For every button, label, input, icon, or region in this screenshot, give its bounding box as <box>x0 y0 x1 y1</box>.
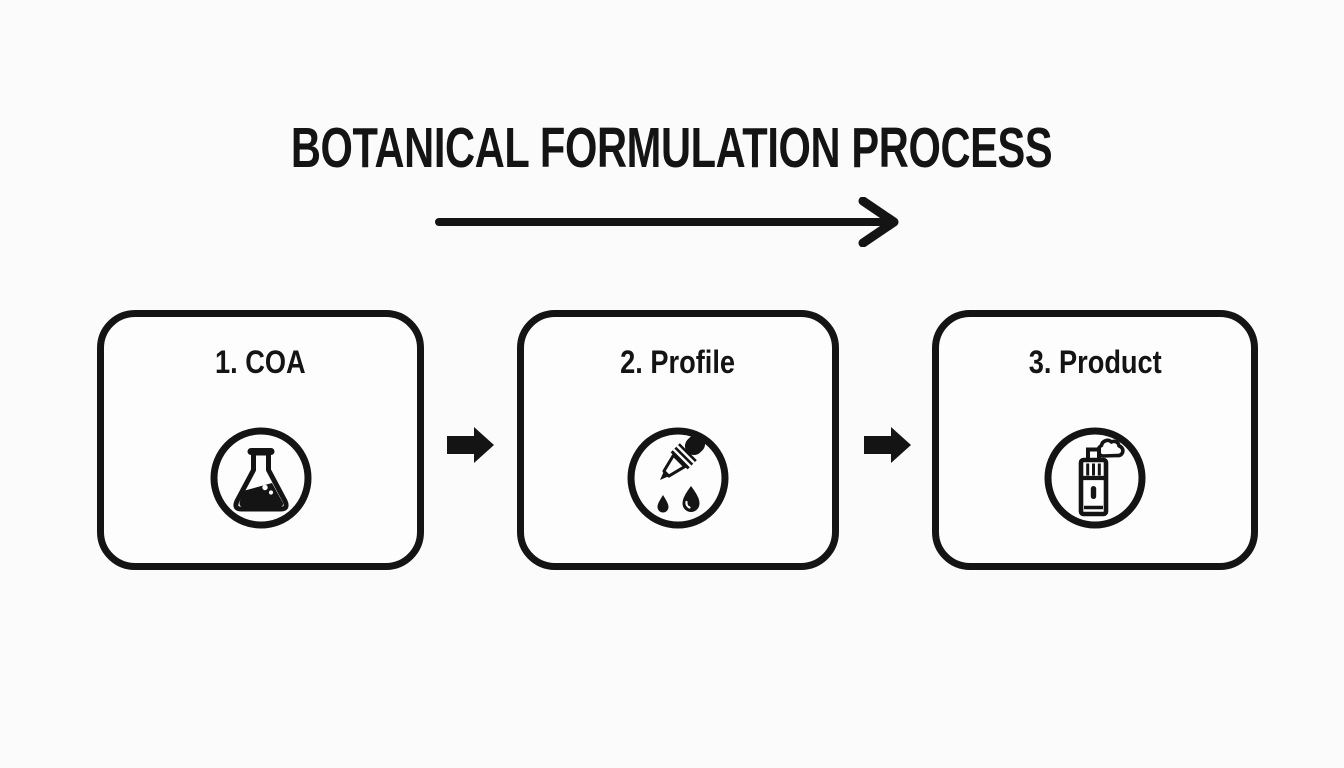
vape-device-icon <box>1044 427 1146 529</box>
step-box-product: 3. Product <box>932 310 1258 570</box>
process-direction-arrow <box>435 197 899 247</box>
step-arrow-2 <box>864 427 911 463</box>
step-label-product: 3. Product <box>1028 344 1162 380</box>
step-label-profile: 2. Profile <box>620 344 736 380</box>
dropper-icon <box>627 427 729 529</box>
diagram-title: BOTANICAL FORMULATION PROCESS <box>291 116 1053 180</box>
title-row: BOTANICAL FORMULATION PROCESS <box>0 116 1344 180</box>
step-arrow-1 <box>447 427 494 463</box>
step-box-coa: 1. COA <box>97 310 424 570</box>
step-box-profile: 2. Profile <box>517 310 839 570</box>
flask-icon <box>210 427 311 529</box>
step-label-coa: 1. COA <box>215 344 306 380</box>
